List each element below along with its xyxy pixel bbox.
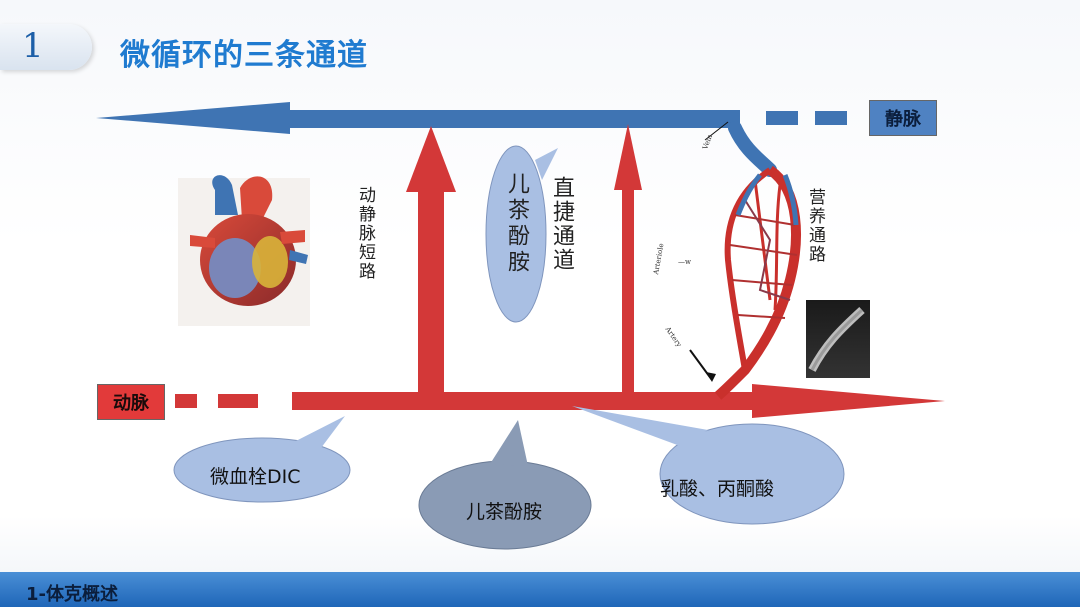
- av-shunt-label: 动静脉短路: [355, 186, 375, 281]
- vein-arrow: [96, 102, 847, 134]
- direct-channel-arrow: [614, 124, 642, 394]
- artery-label: 动脉: [97, 384, 165, 420]
- bubble-top-center-shape: [485, 145, 558, 323]
- av-shunt-arrow: [406, 126, 456, 394]
- footer-bar: [0, 572, 1080, 607]
- vein-label-text: 静脉: [885, 109, 921, 130]
- vein-label: 静脉: [869, 100, 937, 136]
- footer-text: 1-体克概述: [26, 584, 118, 605]
- bubble-bottom-center-shape: [418, 420, 592, 550]
- bubble-top-center-text: 儿茶酚胺: [504, 172, 529, 276]
- nutritive-channel-label: 营养通路: [805, 188, 825, 264]
- slide-title: 微循环的三条通道: [120, 38, 368, 73]
- artery-label-text: 动脉: [113, 393, 149, 414]
- bubble-bottom-center-text: 儿茶酚胺: [466, 501, 543, 523]
- heart-illustration-icon: [178, 175, 310, 326]
- capillary-micrograph-icon: [806, 300, 870, 378]
- capillary-bed: [689, 121, 801, 400]
- slide-number-tab: [0, 24, 92, 70]
- capillary-annotation-w: —w: [678, 258, 691, 266]
- bubble-bottom-left-text: 微血栓DIC: [210, 466, 301, 488]
- direct-channel-label: 直捷通道: [549, 176, 574, 272]
- bubble-bottom-right-text: 乳酸、丙酮酸: [660, 478, 775, 500]
- bubble-bottom-left-shape: [173, 416, 351, 503]
- artery-arrow: [175, 384, 945, 418]
- slide-number: 1: [22, 26, 44, 66]
- bubble-bottom-right-shape: [572, 406, 845, 525]
